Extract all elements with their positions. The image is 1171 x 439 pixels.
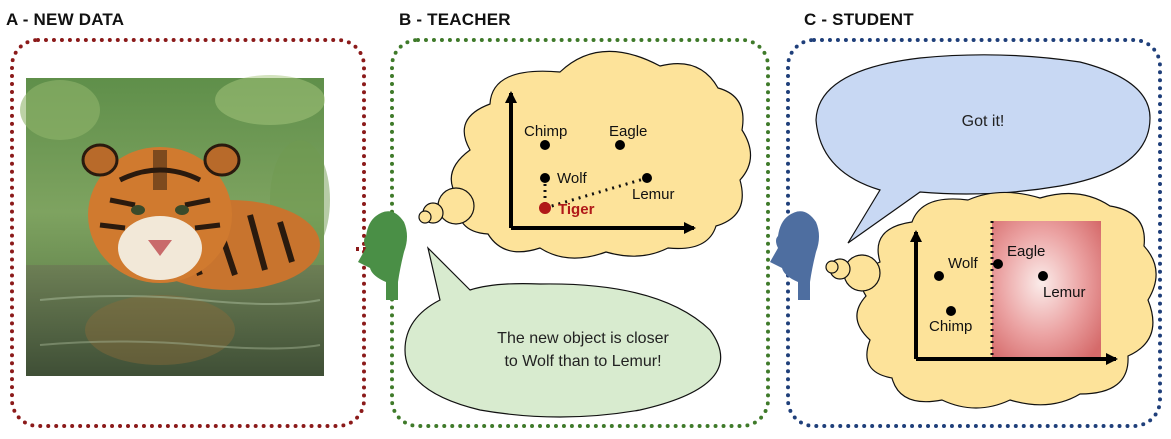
student-region xyxy=(992,221,1101,359)
student-speech-bubble xyxy=(815,54,1151,244)
student-label-chimp: Chimp xyxy=(929,318,972,335)
teacher-point-lemur xyxy=(642,173,652,183)
teacher-point-eagle xyxy=(615,140,625,150)
student-label-wolf: Wolf xyxy=(948,255,979,272)
teacher-thought-cloud xyxy=(418,50,752,259)
student-label-lemur: Lemur xyxy=(1043,284,1086,301)
student-point-lemur xyxy=(1038,271,1048,281)
teacher-speech-bubble xyxy=(404,246,722,418)
teacher-head-icon xyxy=(358,211,407,300)
student-point-wolf xyxy=(934,271,944,281)
student-point-chimp xyxy=(946,306,956,316)
student-speech-text: Got it! xyxy=(962,113,1005,130)
panel-a-frame xyxy=(10,38,366,428)
teacher-label-chimp: Chimp xyxy=(524,123,567,140)
panel-b-title: B - TEACHER xyxy=(399,10,511,29)
teacher-point-tiger xyxy=(539,202,551,214)
student-point-eagle xyxy=(993,259,1003,269)
panel-a-title: A - NEW DATA xyxy=(6,10,125,29)
teacher-point-chimp xyxy=(540,140,550,150)
teacher-speech-line-2: to Wolf than to Lemur! xyxy=(504,353,661,370)
tiger-image xyxy=(20,75,330,376)
teacher-label-eagle: Eagle xyxy=(609,123,647,140)
student-label-eagle: Eagle xyxy=(1007,243,1045,260)
teacher-point-wolf xyxy=(540,173,550,183)
student-head-icon xyxy=(770,211,819,300)
teacher-label-wolf: Wolf xyxy=(557,170,588,187)
teacher-speech-line-1: The new object is closer xyxy=(497,330,669,347)
panel-c-title: C - STUDENT xyxy=(804,10,914,29)
teacher-label-tiger: Tiger xyxy=(558,201,595,218)
teacher-label-lemur: Lemur xyxy=(632,186,675,203)
